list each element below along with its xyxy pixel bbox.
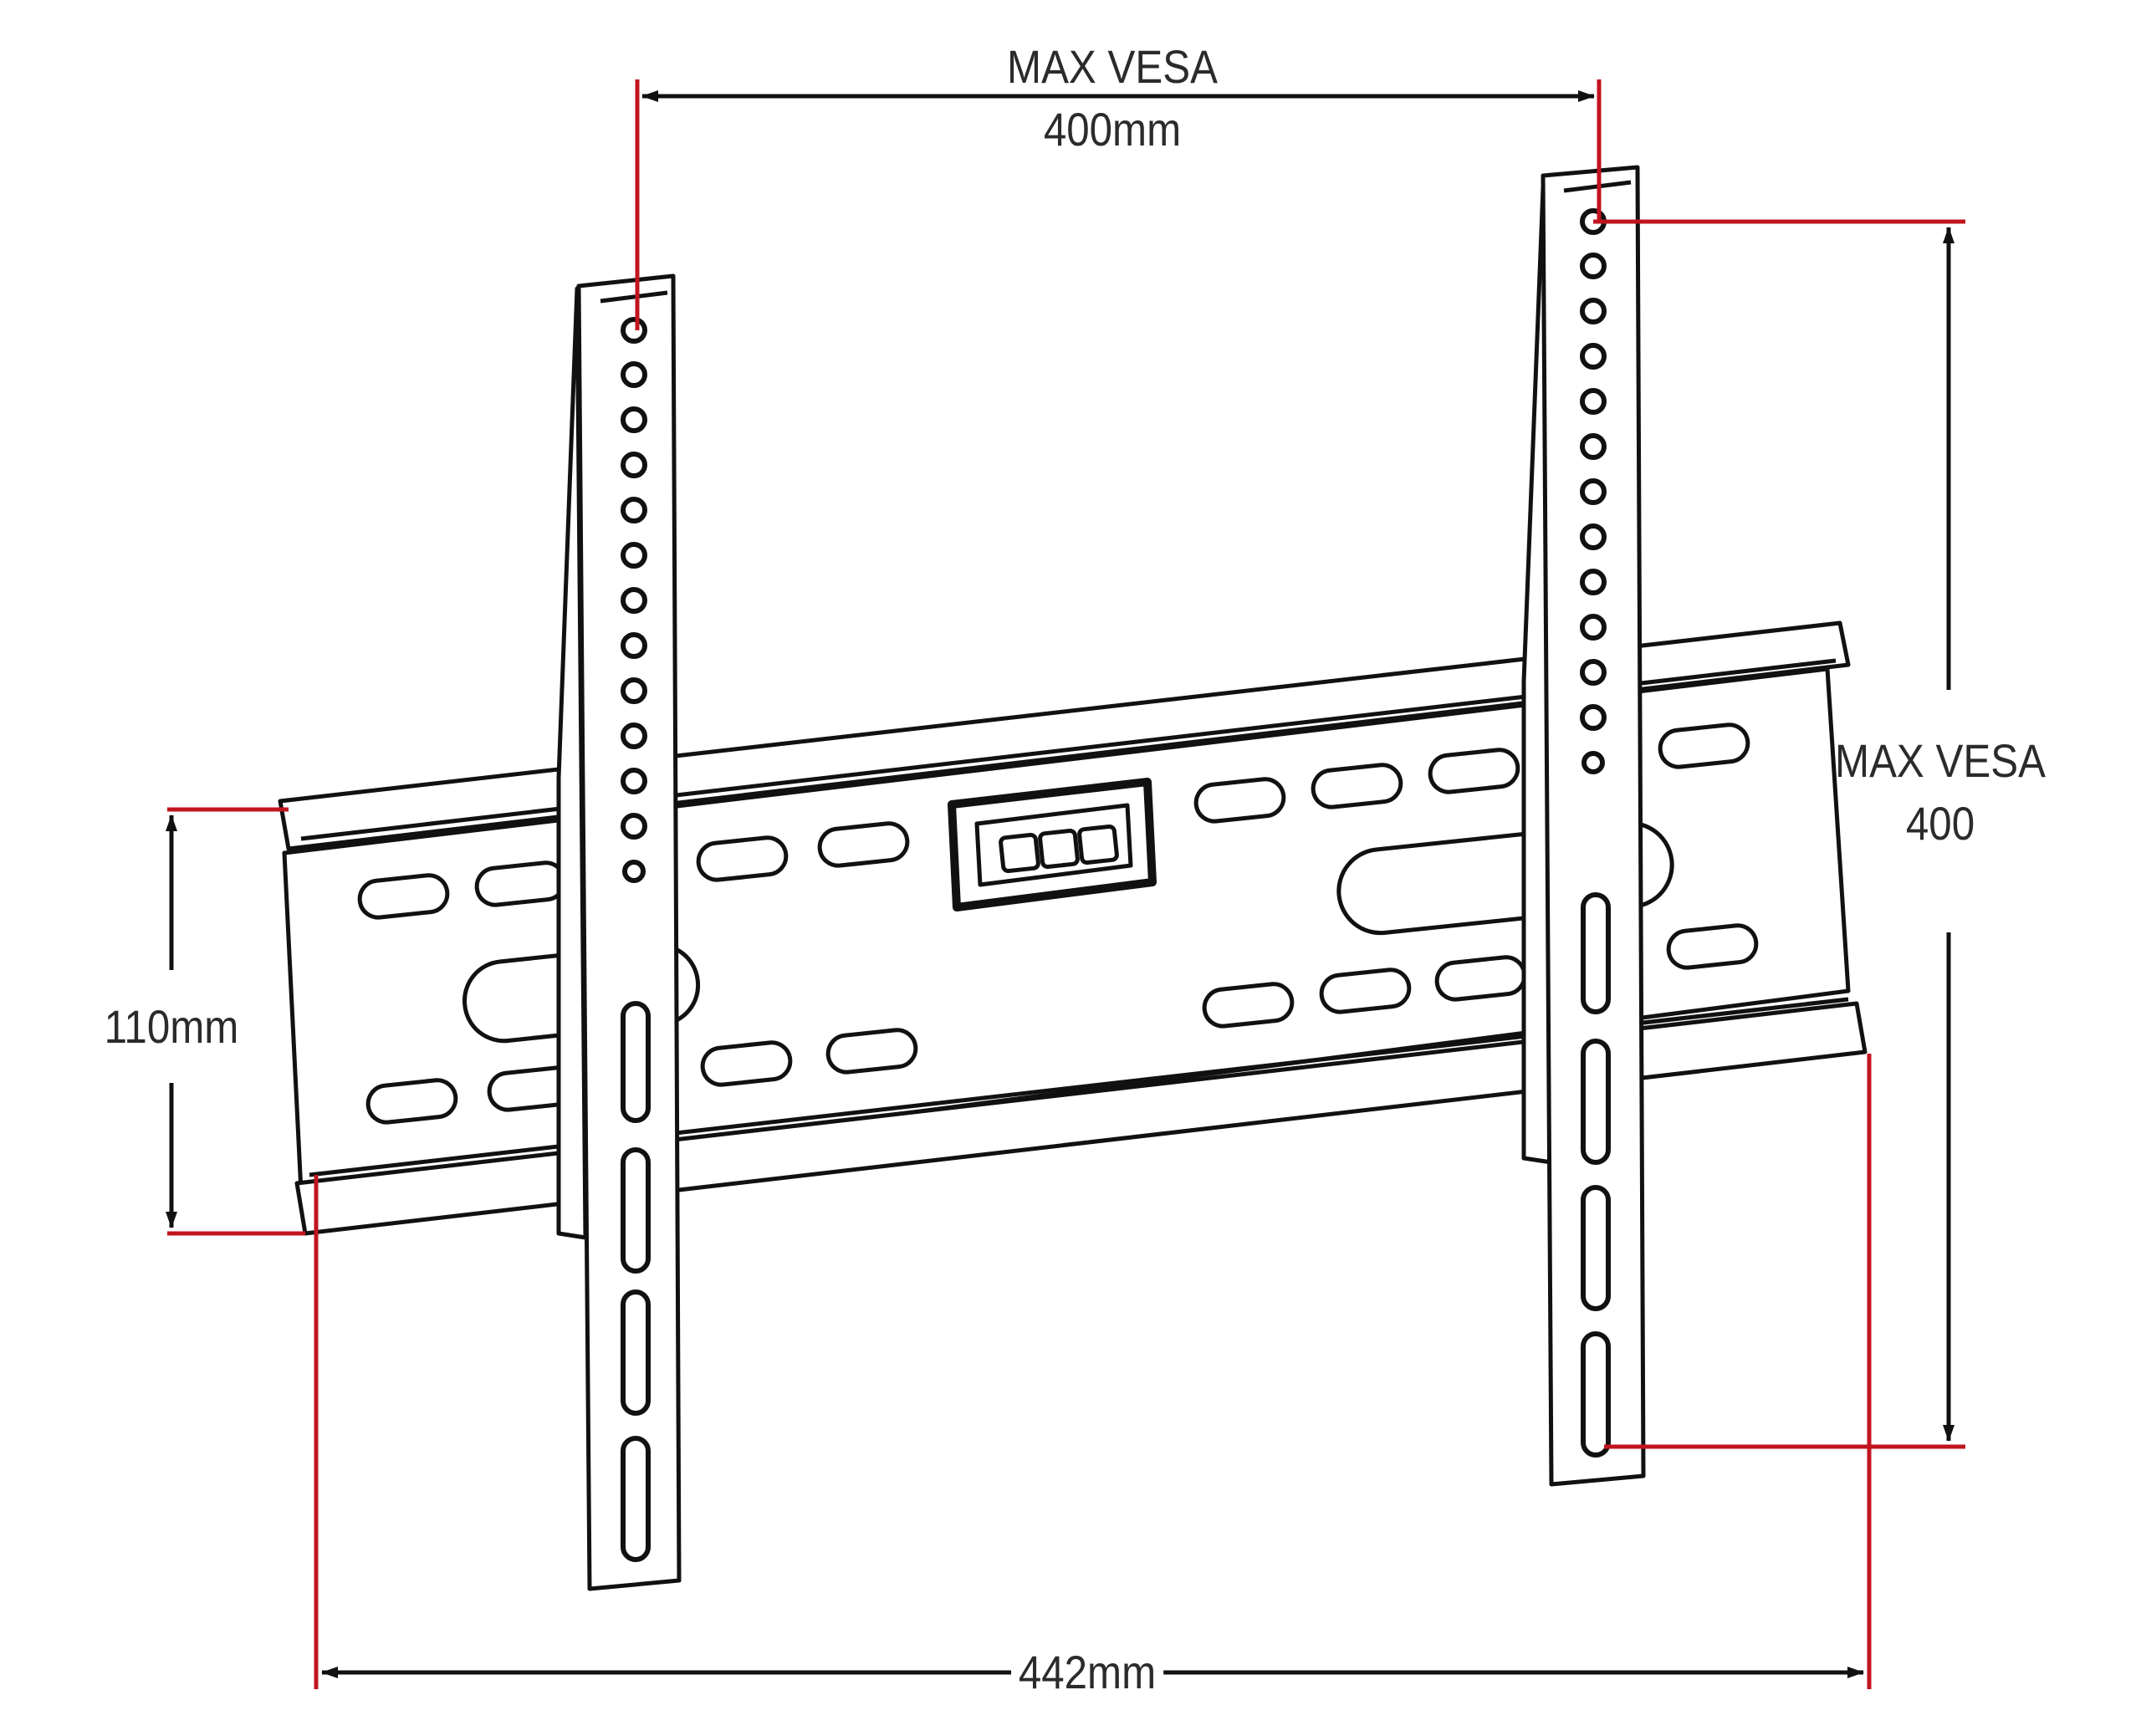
slot: [1658, 722, 1750, 769]
slot: [696, 835, 789, 882]
dimension-extension-lines: [167, 79, 1965, 1689]
slot: [1428, 748, 1520, 794]
slot: [1193, 777, 1286, 824]
slot: [1311, 763, 1403, 809]
slot: [825, 1028, 918, 1075]
slot: [365, 1078, 458, 1125]
left-arm-holes: [621, 317, 651, 1562]
left-dimension-label: 110mm: [104, 1000, 239, 1053]
left-arm: [556, 273, 682, 1591]
wall-plate-bottom-lip: [294, 1001, 1868, 1236]
slot: [700, 1040, 793, 1087]
slot: [817, 821, 910, 868]
slot: [474, 860, 567, 907]
top-dimension-line1: MAX VESA: [1007, 40, 1218, 93]
bottom-dimension-label: 442mm: [1011, 1649, 1163, 1696]
center-lock: [948, 778, 1157, 911]
right-dimension-line2: 400: [1905, 797, 1975, 850]
slot: [1202, 982, 1295, 1029]
left-arm-body: [576, 273, 682, 1591]
left-arm-inner: [600, 290, 668, 304]
right-arm-body: [1541, 165, 1646, 1487]
right-arm: [1521, 165, 1646, 1487]
right-dimension-line1: MAX VESA: [1835, 734, 2046, 787]
slot: [1666, 923, 1759, 970]
slot: [1434, 955, 1527, 1002]
right-arm-holes: [1580, 208, 1611, 1458]
slot: [357, 873, 450, 920]
slot: [1319, 968, 1412, 1014]
top-dimension-line2: 400mm: [1043, 103, 1182, 156]
